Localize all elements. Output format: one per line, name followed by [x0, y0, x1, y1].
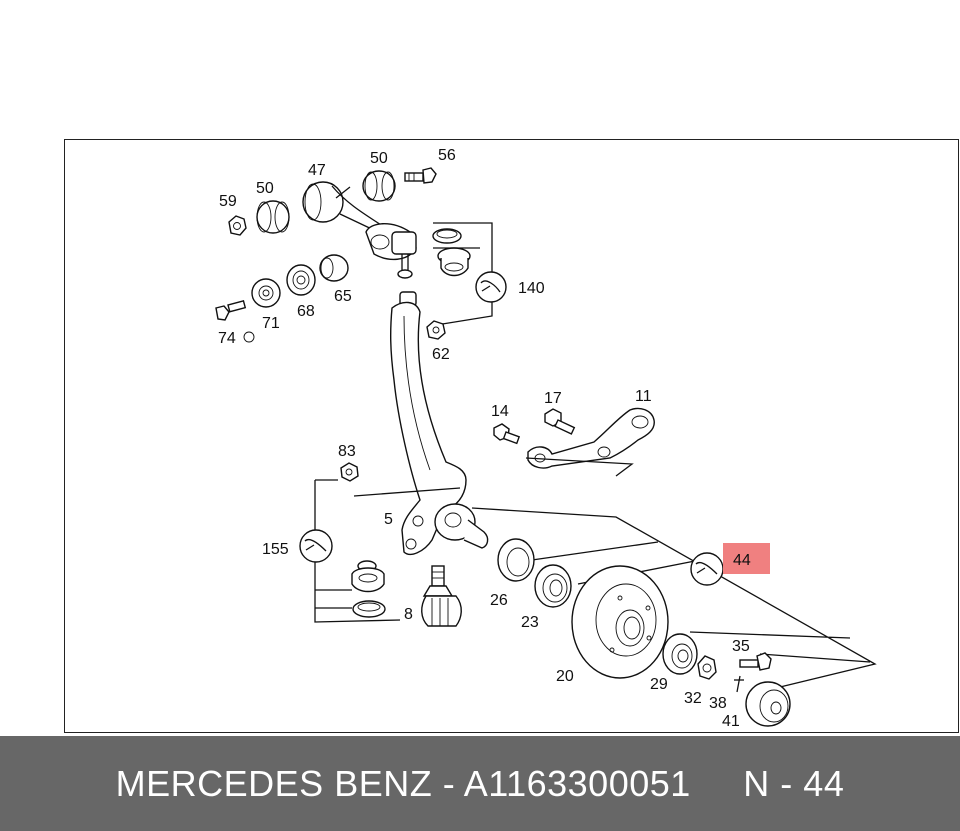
seal-26[interactable] [497, 538, 535, 582]
label-47: 47 [308, 162, 326, 179]
label-71: 71 [262, 315, 280, 332]
part-number: A1163300051 [463, 762, 691, 804]
label-50-right: 50 [370, 150, 388, 167]
bearing-23[interactable] [534, 564, 572, 608]
brand-name: MERCEDES BENZ [115, 762, 433, 804]
label-29: 29 [650, 676, 668, 693]
screw-35[interactable] [739, 652, 772, 671]
bolt-56[interactable] [404, 167, 437, 184]
label-50-left: 50 [256, 180, 274, 197]
label-62: 62 [432, 346, 450, 363]
label-20: 20 [556, 668, 574, 685]
ref-number: 44 [803, 762, 845, 804]
label-140: 140 [518, 280, 545, 297]
bushing-50-right[interactable] [362, 170, 396, 202]
nut-59[interactable] [228, 215, 247, 236]
separator: - [432, 762, 464, 804]
label-68: 68 [297, 303, 315, 320]
label-44: 44 [733, 552, 751, 569]
ball-joint-8[interactable] [421, 565, 462, 627]
label-155: 155 [262, 541, 289, 558]
wrench-icon-44 [690, 552, 724, 586]
label-59: 59 [219, 193, 237, 210]
upper-control-arm-47[interactable] [302, 181, 417, 279]
label-65: 65 [334, 288, 352, 305]
bushing-50-left[interactable] [256, 200, 290, 234]
label-74: 74 [218, 330, 236, 347]
label-17: 17 [544, 390, 562, 407]
washer-155[interactable] [352, 600, 386, 618]
label-14: 14 [491, 403, 509, 420]
bushing-68[interactable] [286, 264, 316, 296]
steering-knuckle-5[interactable] [389, 291, 489, 556]
mount-155[interactable] [351, 560, 385, 593]
ref-prefix: N - [743, 762, 804, 804]
label-38: 38 [709, 695, 727, 712]
brake-disc-20[interactable] [571, 565, 669, 679]
label-83: 83 [338, 443, 356, 460]
torque-mark-icon [243, 331, 255, 343]
bolt-74[interactable] [215, 300, 247, 321]
clamp-nut-32[interactable] [697, 655, 717, 680]
label-32: 32 [684, 690, 702, 707]
highlight-44 [723, 543, 770, 574]
hub-cap-41[interactable] [745, 681, 791, 727]
bushing-65[interactable] [319, 254, 349, 282]
wrench-icon-140 [475, 271, 507, 303]
label-26: 26 [490, 592, 508, 609]
label-56: 56 [438, 147, 456, 164]
label-11: 11 [635, 388, 652, 405]
mount-140[interactable] [437, 247, 471, 277]
bolt-14[interactable] [493, 423, 521, 445]
gap [691, 763, 744, 804]
label-8: 8 [404, 606, 413, 623]
nut-83[interactable] [340, 462, 359, 482]
label-23: 23 [521, 614, 539, 631]
bolt-17[interactable] [544, 408, 576, 435]
wrench-icon-155 [299, 529, 333, 563]
nut-62[interactable] [426, 320, 446, 340]
footer-caption: MERCEDES BENZ - A1163300051 N - 44 [116, 763, 845, 805]
bearing-29[interactable] [662, 633, 698, 675]
label-41: 41 [722, 713, 740, 730]
label-35: 35 [732, 638, 750, 655]
label-5: 5 [384, 511, 393, 528]
washer-140-top[interactable] [432, 228, 462, 244]
pin-38[interactable] [734, 675, 744, 693]
footer-bar: MERCEDES BENZ - A1163300051 N - 44 [0, 736, 960, 831]
bushing-71[interactable] [251, 278, 281, 308]
